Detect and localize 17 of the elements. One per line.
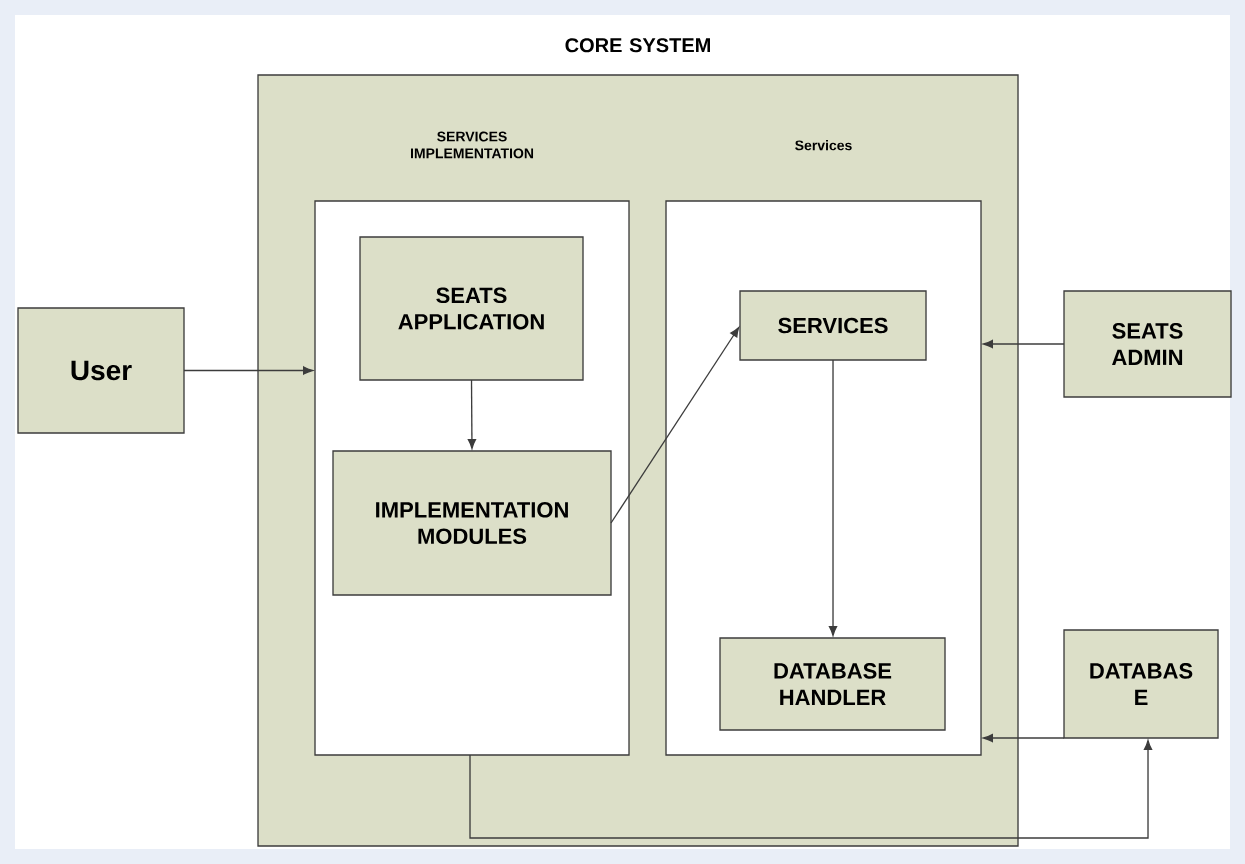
process-box: SERVICES <box>739 290 927 361</box>
process-box: User <box>17 307 185 434</box>
arrow <box>983 339 1065 349</box>
process-box: SEATS ADMIN <box>1063 290 1232 398</box>
arrow <box>828 359 838 636</box>
process-box: IMPLEMENTATION MODULES <box>332 450 612 596</box>
process-box: DATABASE HANDLER <box>719 637 946 731</box>
arrow <box>467 379 477 449</box>
arrow <box>469 740 1153 839</box>
node-label: CORE SYSTEM <box>565 38 710 53</box>
node-label: Services <box>795 140 852 151</box>
arrow <box>983 733 1065 743</box>
arrow <box>610 327 740 524</box>
process-box: SEATS APPLICATION <box>359 236 584 381</box>
process-box: DATABAS E <box>1063 629 1219 739</box>
arrow <box>183 366 313 375</box>
node-label: SERVICES IMPLEMENTATION <box>410 131 534 159</box>
